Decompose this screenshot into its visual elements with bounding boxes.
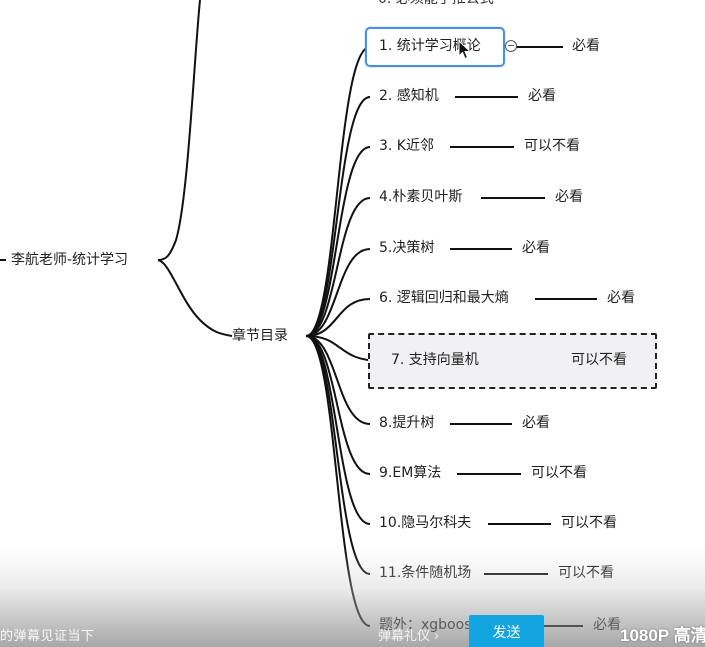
chapter-tag-1[interactable]: 必看 (572, 38, 600, 54)
partial-node-top[interactable]: 0. 必须能手推公式 (378, 0, 494, 8)
chapter-tag-9[interactable]: 可以不看 (531, 465, 587, 481)
chapter-tag-2[interactable]: 必看 (528, 88, 556, 104)
chapter-node-11[interactable]: 11.条件随机场 (379, 565, 472, 581)
chapter-tag-8[interactable]: 必看 (522, 415, 550, 431)
chapter-tag-11[interactable]: 可以不看 (558, 565, 614, 581)
chapter-node-5[interactable]: 5.决策树 (379, 240, 435, 256)
chapter-node-2[interactable]: 2. 感知机 (379, 88, 439, 104)
chapter-stem (305, 248, 371, 337)
chapter-stem (305, 335, 371, 425)
chapter-node-8[interactable]: 8.提升树 (379, 415, 435, 431)
chapter-node-3[interactable]: 3. K近邻 (379, 138, 434, 154)
chapter-stem (305, 146, 371, 337)
chapter-node-1[interactable]: 1. 统计学习概论 (379, 38, 481, 54)
chapter-tag-4[interactable]: 必看 (555, 189, 583, 205)
highlighted-node-frame (368, 333, 657, 389)
chapter-node-6[interactable]: 6. 逻辑回归和最大熵 (379, 290, 509, 306)
chapter-node-9[interactable]: 9.EM算法 (379, 465, 442, 481)
chapter-node-7[interactable]: 7. 支持向量机 (391, 352, 479, 368)
chapter-node-10[interactable]: 10.隐马尔科夫 (379, 515, 472, 531)
chapter-node-4[interactable]: 4.朴素贝叶斯 (379, 189, 463, 205)
branch-node-chapters[interactable]: 章节目录 (232, 328, 288, 344)
chapter-tag-12[interactable]: 必看 (593, 617, 621, 633)
chapter-stem (305, 96, 371, 337)
root-upper-connector (157, 0, 201, 261)
selected-node-frame (365, 27, 505, 67)
chapter-stem (305, 335, 371, 525)
chapter-tag-6[interactable]: 必看 (607, 290, 635, 306)
danmaku-etiquette-link[interactable]: 弹幕礼仪 › (378, 629, 440, 644)
danmaku-input[interactable]: 的弹幕见证当下 (0, 629, 95, 644)
collapse-icon[interactable] (505, 40, 517, 52)
chapter-stem (305, 335, 371, 475)
chapter-tag-10[interactable]: 可以不看 (561, 515, 617, 531)
root-branch-connector (157, 259, 233, 337)
chapter-tag-5[interactable]: 必看 (522, 240, 550, 256)
root-node[interactable]: 李航老师-统计学习 (11, 252, 129, 268)
mouse-cursor-icon (458, 40, 472, 60)
chapter-stem (305, 298, 371, 337)
chapter-tag-3[interactable]: 可以不看 (524, 138, 580, 154)
chapter-stem (305, 197, 371, 337)
chapter-stem (305, 335, 371, 575)
chapter-stem (305, 46, 371, 337)
quality-selector[interactable]: 1080P 高清 (620, 626, 705, 645)
send-button[interactable]: 发送 (469, 615, 544, 647)
chapter-tag-7[interactable]: 可以不看 (571, 352, 627, 368)
